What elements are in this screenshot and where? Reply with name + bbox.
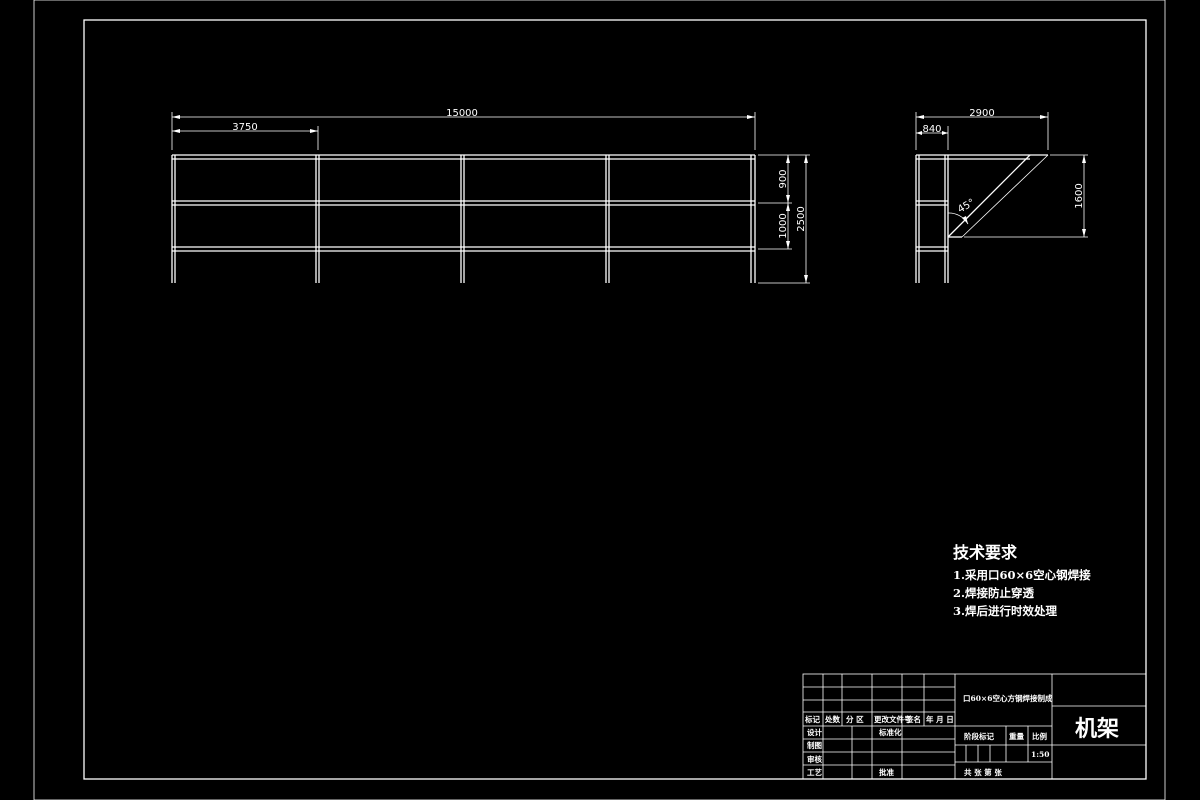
tech-item-1: 1.采用口60×6空心钢焊接 [953,568,1091,582]
dim-bracket-height: 1600 [1074,183,1085,208]
side-view: 45° 2900 840 1600 [915,108,1088,283]
tb-header-change-doc: 更改文件号 [874,714,912,724]
tb-header-count: 处数 [824,714,840,724]
tech-item-2: 2.焊接防止穿透 [953,586,1035,600]
outer-border [33,0,1166,800]
tech-title: 技术要求 [953,543,1018,562]
technical-requirements: 技术要求 1.采用口60×6空心钢焊接 2.焊接防止穿透 3.焊后进行时效处理 [953,543,1091,618]
dim-bay-length: 3750 [232,122,257,133]
tech-item-3: 3.焊后进行时效处理 [953,604,1058,618]
tb-standardize: 标准化 [878,727,902,737]
dim-overall-width: 2900 [969,108,994,119]
tb-stage-mark: 阶段标记 [964,731,994,741]
tb-part-name: 机架 [1075,716,1119,742]
tb-review: 审核 [807,754,822,764]
dim-lower-height: 1000 [778,213,789,238]
tb-header-mark: 标记 [804,714,820,724]
front-view: 15000 3750 900 1000 2500 [171,108,810,284]
dim-upper-height: 900 [778,169,789,188]
dim-angle: 45° [956,197,977,215]
inner-frame [83,19,1147,780]
tb-process: 工艺 [807,767,822,777]
title-block: 标记 处数 分 区 更改文件号 签名 年 月 日 设计 标准化 制图 审核 工艺… [802,673,1147,780]
tb-draw: 制图 [807,740,822,750]
tb-sheets: 共 张 第 张 [964,767,1002,777]
tb-approve: 批准 [879,767,894,777]
tb-scale-value: 1:50 [1031,750,1049,759]
tb-material: 口60×6空心方钢焊接制成 [963,693,1053,703]
dim-total-height: 2500 [796,206,807,231]
tb-header-sign: 签名 [905,714,921,724]
tb-header-zone: 分 区 [846,714,864,724]
tb-weight: 重量 [1009,731,1025,741]
tb-scale-label: 比例 [1032,731,1048,741]
tb-design: 设计 [807,727,822,737]
dim-frame-width: 840 [922,124,941,135]
tb-header-date: 年 月 日 [926,714,954,724]
dim-overall-length: 15000 [446,108,478,119]
